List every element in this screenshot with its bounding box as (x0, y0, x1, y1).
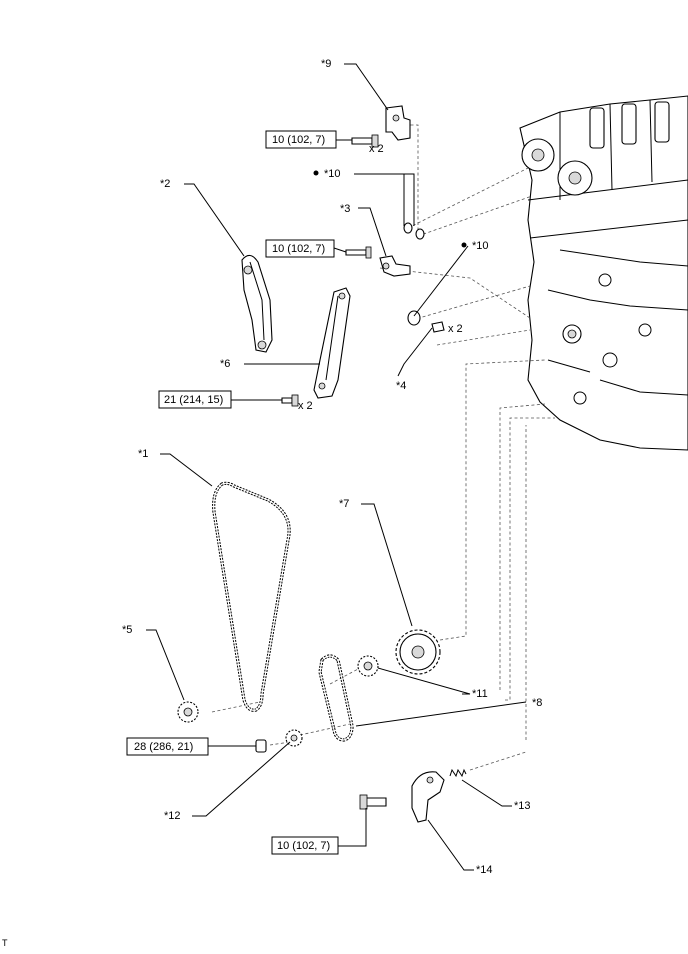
part-10-o-rings (403, 222, 425, 326)
callout-2: *2 (160, 178, 170, 190)
bolt-part-6 (281, 394, 299, 407)
part-5-sprocket (177, 701, 199, 723)
torque-box: 10 (102, 7) (265, 130, 337, 149)
callout-13: *13 (514, 800, 531, 812)
quantity-label: x 2 (448, 323, 463, 335)
bolt-part-9 (351, 134, 379, 148)
bullet-mark (461, 242, 467, 248)
callout-6: *6 (220, 358, 230, 370)
part-8-chain (318, 654, 354, 742)
part-9-bracket (385, 105, 411, 141)
quantity-label: x 2 (369, 143, 384, 155)
part-2-tensioner-slipper (241, 254, 273, 353)
part-4-key (431, 321, 445, 333)
part-3-sensor (379, 255, 411, 277)
torque-box: 21 (214, 15) (158, 390, 232, 409)
part-6-chain-guide (313, 287, 351, 399)
svg-text:21 (214, 15): 21 (214, 15) (164, 394, 223, 406)
torque-box: 28 (286, 21) (126, 737, 209, 756)
svg-text:10 (102, 7): 10 (102, 7) (277, 840, 330, 852)
part-11-sprocket (357, 655, 379, 677)
callout-12: *12 (164, 810, 181, 822)
nut-part-12 (255, 739, 267, 753)
engine-block (519, 95, 688, 451)
bolt-part-14 (359, 794, 387, 810)
part-7-sprocket (395, 629, 441, 675)
callout-5: *5 (122, 624, 132, 636)
footer-mark: T (2, 938, 8, 948)
svg-text:10 (102, 7): 10 (102, 7) (272, 134, 325, 146)
svg-text:10 (102, 7): 10 (102, 7) (272, 243, 325, 255)
callout-9: *9 (321, 58, 331, 70)
torque-box: 10 (102, 7) (265, 239, 335, 258)
callout-3: *3 (340, 203, 350, 215)
callout-1: *1 (138, 448, 148, 460)
callout-7: *7 (339, 498, 349, 510)
callout-8: *8 (532, 697, 542, 709)
bullet-mark (313, 170, 319, 176)
alignment-lines (211, 124, 555, 771)
part-14-tensioner-arm (411, 771, 445, 823)
callout-10-upper: *10 (324, 168, 341, 180)
callout-11: *11 (472, 688, 488, 700)
callout-14: *14 (476, 864, 493, 876)
svg-text:28 (286, 21): 28 (286, 21) (134, 741, 193, 753)
part-1-timing-chain (212, 481, 291, 712)
callout-10-lower: *10 (472, 240, 489, 252)
bolt-part-3 (345, 246, 372, 259)
torque-box: 10 (102, 7) (271, 836, 339, 855)
callout-4: *4 (396, 380, 406, 392)
part-13-spring (449, 768, 467, 778)
leader-lines (146, 63, 527, 871)
quantity-label: x 2 (298, 400, 313, 412)
